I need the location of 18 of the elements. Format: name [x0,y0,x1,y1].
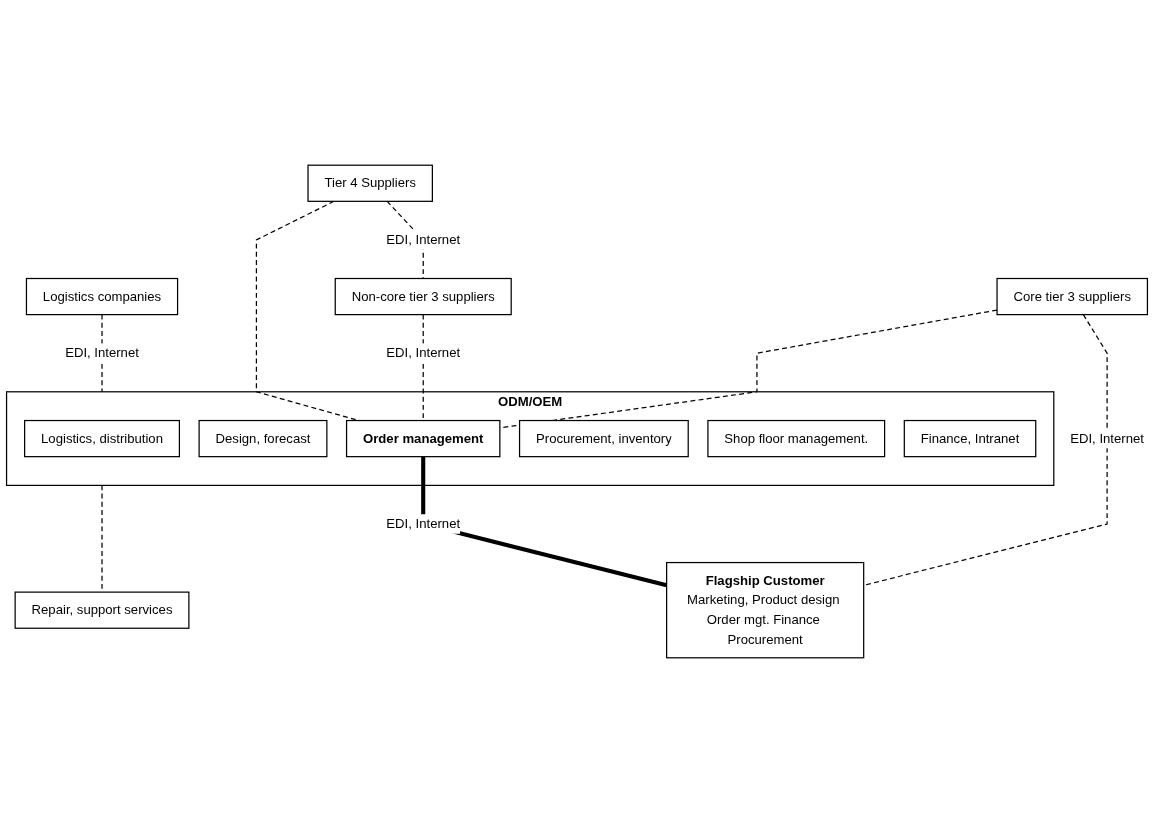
edge-label: EDI, Internet [65,345,139,360]
node-box: Design, forecast [198,419,328,458]
edge-label: EDI, Internet [386,232,461,247]
node-box: Procurement, inventory [518,419,689,458]
node-box: Logistics, distribution [24,419,180,458]
node-box: Finance, Intranet [903,419,1037,458]
edge-label: EDI, Internet [1070,431,1144,446]
node-box: Repair, support services [14,591,190,629]
node-box: Logistics companies [25,277,179,316]
node-box: Flagship Customer Marketing, Product design Order mgt. Finance Procurement [666,561,865,659]
node-box: Non-core tier 3 suppliers [334,277,512,316]
edge-label: EDI, Internet [386,345,461,360]
node-box: Order management [345,419,501,458]
connector [863,314,1108,586]
node-box: Core tier 3 suppliers [996,277,1149,316]
node-box: Shop floor management. [707,419,886,458]
node-box: Tier 4 Suppliers [307,164,433,202]
edge-label: EDI, Internet [386,516,461,531]
